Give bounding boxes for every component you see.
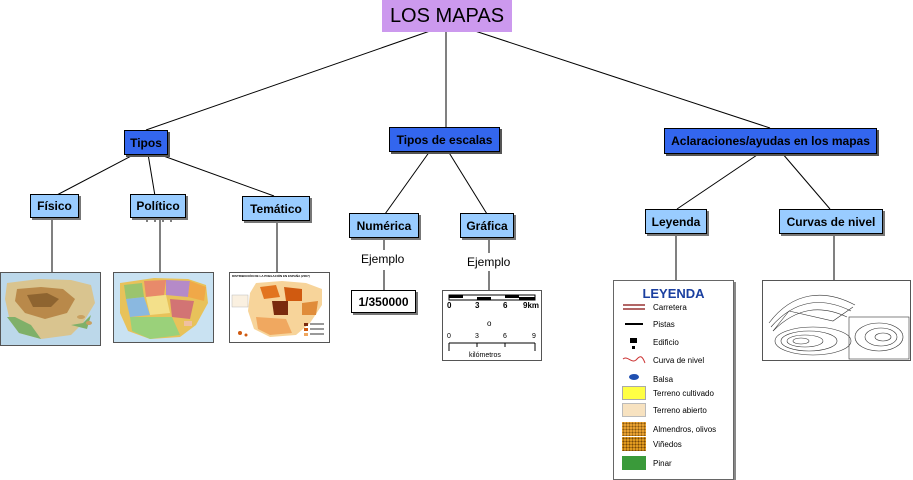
scale-bottom-tick: 3: [475, 333, 479, 340]
pond-symbol-icon: [622, 372, 646, 386]
numerica-label: Numérica: [356, 218, 412, 233]
legend-item-label: Viñedos: [653, 439, 682, 449]
cultivated-land-swatch-icon: [622, 386, 646, 400]
tipos-label: Tipos: [130, 135, 162, 150]
tematico-label: Temático: [250, 201, 302, 216]
legend-item-label: Carretera: [653, 302, 687, 312]
legend-item: Viñedos: [622, 436, 682, 452]
legend-item-label: Terreno abierto: [653, 405, 707, 415]
tipos-escalas-label: Tipos de escalas: [396, 132, 493, 147]
numeric-scale-value: 1/350000: [351, 290, 416, 313]
legend-item-label: Balsa: [653, 374, 674, 384]
legend-item: Terreno abierto: [622, 402, 707, 418]
legend-item: Edificio: [622, 334, 679, 350]
vineyard-swatch-icon: [622, 437, 646, 451]
scale-top-tick: 3: [475, 301, 480, 310]
legend-item: Pistas: [622, 316, 675, 332]
leyenda-node[interactable]: Leyenda: [645, 209, 707, 234]
root-node[interactable]: LOS MAPAS: [382, 0, 512, 32]
legend-item: Pinar: [622, 455, 672, 471]
scale-mid-mark: o: [487, 319, 492, 328]
legend-title: LEYENDA: [642, 286, 705, 301]
open-land-swatch-icon: [622, 403, 646, 417]
contour-symbol-icon: [622, 353, 646, 367]
legend-item-label: Pinar: [653, 458, 672, 468]
legend-item: Curva de nivel: [622, 352, 704, 368]
scale-top-tick: 6: [503, 301, 508, 310]
political-map-image: [113, 272, 214, 343]
tipos-node[interactable]: Tipos: [124, 130, 168, 155]
scale-bottom-tick: 0: [447, 333, 451, 340]
scale-unit-label: kilómetros: [469, 352, 501, 359]
legend-panel: LEYENDA Carretera Pistas Edificio Curva …: [613, 280, 734, 480]
curvas-nivel-label: Curvas de nivel: [786, 214, 876, 229]
thematic-map-caption: DISTRIBUCIÓN DE LA POBLACIÓN EN ESPAÑA (…: [232, 274, 310, 278]
grafica-example-label: Ejemplo: [467, 255, 511, 269]
legend-item: Almendros, olivos: [622, 421, 716, 437]
grafica-label: Gráfica: [466, 218, 508, 233]
road-symbol-icon: [622, 300, 646, 314]
fisico-label: Físico: [37, 199, 72, 213]
aclaraciones-label: Aclaraciones/ayudas en los mapas: [671, 134, 870, 148]
grafica-node[interactable]: Gráfica: [460, 213, 514, 238]
legend-item-label: Curva de nivel: [653, 355, 705, 365]
leyenda-label: Leyenda: [651, 214, 701, 229]
scale-top-tick: 0: [447, 301, 452, 310]
politico-label: Político: [136, 199, 180, 213]
numerica-node[interactable]: Numérica: [349, 213, 419, 238]
physical-map-image: [0, 272, 101, 346]
track-symbol-icon: [622, 317, 646, 331]
building-symbol-icon: [622, 335, 646, 349]
tematico-node[interactable]: Temático: [242, 196, 310, 221]
scale-bottom-tick: 9: [532, 333, 536, 340]
scale-top-tick: 9km: [523, 301, 540, 310]
graphic-scale-image: 0 3 6 9km o 0 3 6 9 kilómetros: [442, 290, 542, 361]
legend-item: Balsa: [622, 371, 673, 387]
legend-item-label: Pistas: [653, 319, 675, 329]
root-label: LOS MAPAS: [389, 4, 505, 27]
legend-item: Carretera: [622, 299, 687, 315]
almond-olive-swatch-icon: [622, 422, 646, 436]
legend-item: Terreno cultivado: [622, 385, 714, 401]
scale-bottom-tick: 6: [503, 333, 507, 340]
politico-node[interactable]: Político: [130, 194, 186, 218]
fisico-node[interactable]: Físico: [30, 194, 79, 218]
curvas-nivel-node[interactable]: Curvas de nivel: [779, 209, 883, 234]
contour-lines-image: [762, 280, 911, 361]
legend-item-label: Almendros, olivos: [653, 424, 717, 434]
thematic-map-image: DISTRIBUCIÓN DE LA POBLACIÓN EN ESPAÑA (…: [229, 272, 330, 343]
tipos-escalas-node[interactable]: Tipos de escalas: [389, 127, 500, 152]
legend-item-label: Terreno cultivado: [653, 388, 714, 398]
aclaraciones-node[interactable]: Aclaraciones/ayudas en los mapas: [664, 128, 877, 154]
pine-forest-swatch-icon: [622, 456, 646, 470]
legend-item-label: Edificio: [653, 337, 679, 347]
numerica-example-label: Ejemplo: [361, 252, 405, 266]
